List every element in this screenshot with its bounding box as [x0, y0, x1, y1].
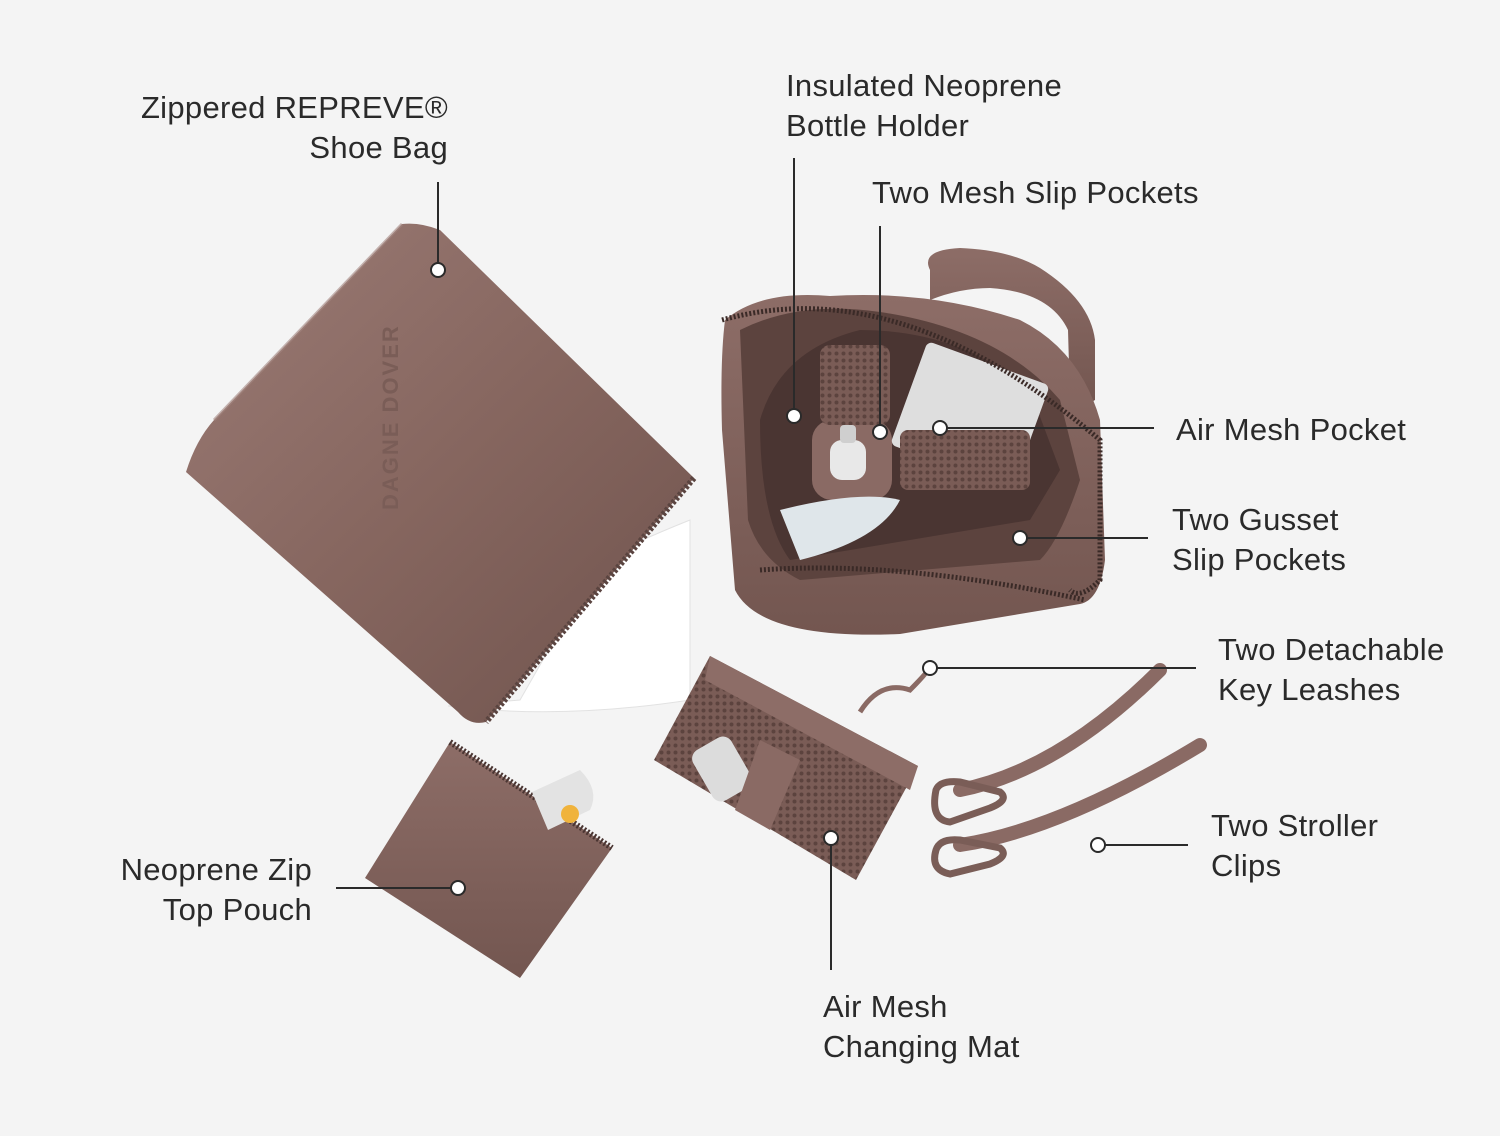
callout-gusset-pockets-line1: Two Gusset	[1172, 502, 1339, 537]
callout-key-leashes: Two Detachable Key Leashes	[1218, 630, 1445, 710]
callout-changing-mat-line2: Changing Mat	[823, 1029, 1020, 1064]
callout-shoe-bag: Zippered REPREVE® Shoe Bag	[96, 88, 448, 168]
callout-dots	[430, 262, 1106, 896]
callout-bottle-holder-line2: Bottle Holder	[786, 108, 970, 143]
callout-mesh-slip-pockets: Two Mesh Slip Pockets	[872, 173, 1199, 213]
key-leash-illustration	[931, 663, 1207, 878]
callout-air-mesh-pocket: Air Mesh Pocket	[1176, 410, 1406, 450]
backpack-illustration	[721, 248, 1105, 635]
callout-changing-mat-line1: Air Mesh	[823, 989, 948, 1024]
callout-bottle-holder: Insulated Neoprene Bottle Holder	[786, 66, 1062, 146]
callout-zip-pouch: Neoprene Zip Top Pouch	[60, 850, 312, 930]
callout-changing-mat: Air Mesh Changing Mat	[823, 987, 1020, 1067]
callout-mesh-slip-pockets-line1: Two Mesh Slip Pockets	[872, 175, 1199, 210]
callout-gusset-pockets-line2: Slip Pockets	[1172, 542, 1347, 577]
callout-key-leashes-line2: Key Leashes	[1218, 672, 1401, 707]
zip-pouch-illustration	[365, 739, 614, 978]
callout-air-mesh-pocket-line1: Air Mesh Pocket	[1176, 412, 1407, 447]
callout-gusset-pockets: Two Gusset Slip Pockets	[1172, 500, 1346, 580]
changing-mat-illustration	[654, 656, 933, 880]
callout-stroller-clips-line1: Two Stroller	[1211, 808, 1379, 843]
leader-lines	[336, 158, 1196, 970]
callout-zip-pouch-line2: Top Pouch	[162, 892, 312, 927]
callout-stroller-clips-line2: Clips	[1211, 848, 1282, 883]
callout-shoe-bag-line1: Zippered REPREVE®	[140, 90, 448, 125]
callout-bottle-holder-line1: Insulated Neoprene	[786, 68, 1062, 103]
brand-mark: DAGNE DOVER	[378, 324, 403, 510]
callout-zip-pouch-line1: Neoprene Zip	[120, 852, 312, 887]
callout-stroller-clips: Two Stroller Clips	[1211, 806, 1378, 886]
shoe-bag-illustration: DAGNE DOVER	[186, 222, 697, 724]
callout-shoe-bag-line2: Shoe Bag	[309, 130, 448, 165]
callout-key-leashes-line1: Two Detachable	[1218, 632, 1445, 667]
